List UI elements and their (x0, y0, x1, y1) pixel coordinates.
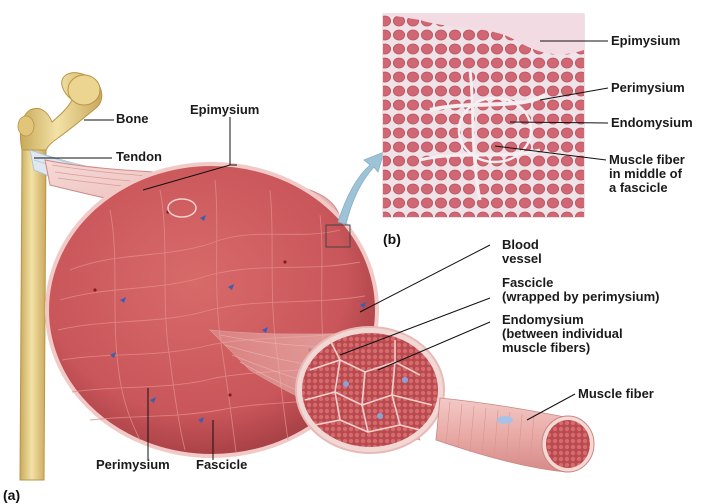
panel-b-label: (b) (383, 231, 401, 247)
endomysium-label-b: Endomysium (611, 116, 693, 130)
endomysium-between-label-line2: (between individual (502, 327, 623, 341)
blood-vessel-label: Blood vessel (502, 238, 542, 266)
blood-vessel-label-line2: vessel (502, 252, 542, 266)
panel-a-label: (a) (3, 487, 20, 503)
fascicle-wrapped-label-line1: Fascicle (502, 276, 659, 290)
muscle-fiber-label: Muscle fiber (578, 387, 654, 401)
epimysium-label-b: Epimysium (611, 34, 680, 48)
muscle-fiber-label-b-line1: Muscle fiber (609, 153, 685, 167)
micrograph (383, 14, 584, 217)
muscle-fiber-label-b-line2: in middle of (609, 167, 685, 181)
endomysium-between-label-line1: Endomysium (502, 313, 623, 327)
fascicle-wrapped-label-line2: (wrapped by perimysium) (502, 290, 659, 304)
epimysium-label-a: Epimysium (190, 103, 259, 117)
fascicle-label-a: Fascicle (196, 458, 247, 472)
perimysium-label-b: Perimysium (611, 81, 685, 95)
blood-vessel-label-line1: Blood (502, 238, 542, 252)
endomysium-between-label: Endomysium (between individual muscle fi… (502, 313, 623, 355)
fascicle-wrapped-label: Fascicle (wrapped by perimysium) (502, 276, 659, 304)
muscle-fiber-label-b-line3: a fascicle (609, 181, 685, 195)
endomysium-between-label-line3: muscle fibers) (502, 341, 623, 355)
muscle-fiber-illustration (436, 398, 594, 472)
bone-label: Bone (116, 112, 149, 126)
zoom-arrow (338, 152, 384, 224)
perimysium-label-a: Perimysium (96, 458, 170, 472)
muscle-fiber-label-b: Muscle fiber in middle of a fascicle (609, 153, 685, 195)
tendon-label: Tendon (116, 150, 162, 164)
